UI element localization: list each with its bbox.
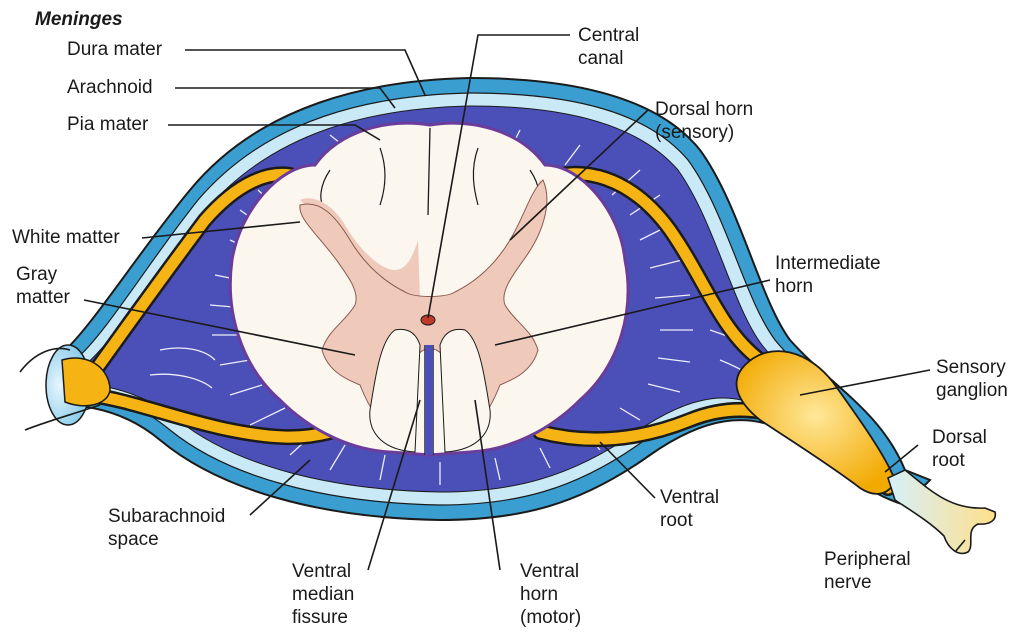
label-dura-mater: Dura mater xyxy=(67,38,162,61)
label-arachnoid: Arachnoid xyxy=(67,76,153,99)
label-subarachnoid-space: Subarachnoid space xyxy=(108,505,225,551)
label-gray-matter: Gray matter xyxy=(16,263,70,309)
label-pia-mater: Pia mater xyxy=(67,113,148,136)
label-dorsal-horn: Dorsal horn (sensory) xyxy=(655,98,753,144)
label-white-matter: White matter xyxy=(12,226,120,249)
label-sensory-ganglion: Sensory ganglion xyxy=(936,356,1008,402)
meninges-heading: Meninges xyxy=(35,8,123,31)
label-dorsal-root: Dorsal root xyxy=(932,426,987,472)
label-peripheral-nerve: Peripheral nerve xyxy=(824,548,911,594)
label-ventral-root: Ventral root xyxy=(660,486,719,532)
peripheral-nerve-shape xyxy=(888,470,995,553)
label-ventral-horn: Ventral horn (motor) xyxy=(520,560,581,629)
label-intermediate-horn: Intermediate horn xyxy=(775,252,881,298)
label-central-canal: Central canal xyxy=(578,24,639,70)
label-ventral-median-fissure: Ventral median fissure xyxy=(292,560,354,629)
